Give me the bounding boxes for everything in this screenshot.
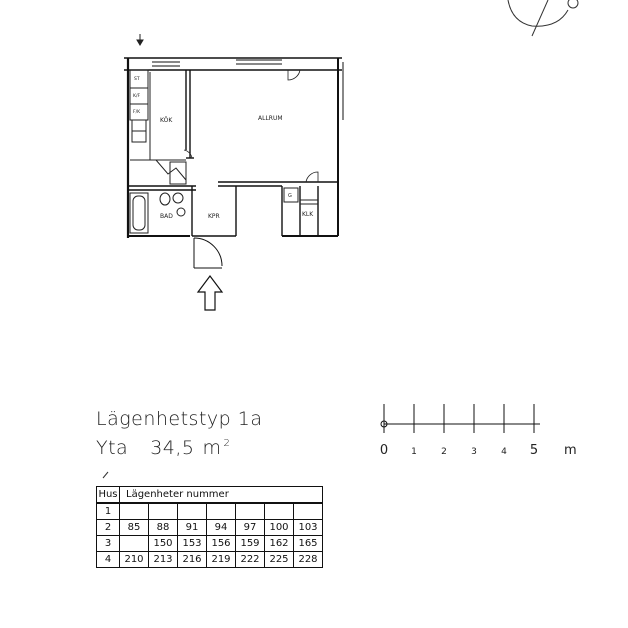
scale-bar: 0 1 2 3 4 5 m xyxy=(380,404,577,458)
apartment-number-cell xyxy=(293,502,323,520)
apartment-number-cell: 165 xyxy=(293,535,323,552)
north-arrow-icon xyxy=(507,0,579,37)
room-label-kok: KÖK xyxy=(160,117,173,124)
interior-walls xyxy=(128,70,338,237)
apartment-number-cell: 216 xyxy=(177,551,207,568)
row-hus-number: 1 xyxy=(96,502,120,520)
room-label-bad: BAD xyxy=(160,213,173,220)
scale-labels: 0 1 2 3 4 5 xyxy=(380,443,538,458)
area-unit-exponent: 2 xyxy=(223,438,231,449)
scale-tick-label: 2 xyxy=(441,447,447,457)
door-swings xyxy=(183,69,319,183)
entrance-door xyxy=(193,237,223,269)
scale-tick-label: 0 xyxy=(380,443,388,458)
room-label-klk: KLK xyxy=(302,211,314,218)
apartment-number-cell: 156 xyxy=(206,535,236,552)
fixture-label-freezer: F/K xyxy=(133,109,141,115)
area-unit: m xyxy=(202,437,222,459)
column-header-hus: Hus xyxy=(96,486,120,504)
scale-tick-label: 5 xyxy=(530,443,538,458)
kitchen-fixtures xyxy=(129,69,187,185)
table-header-row: Hus Lägenheter nummer xyxy=(96,486,323,504)
apartment-number-cell: 100 xyxy=(264,519,294,536)
apartment-number-cell: 97 xyxy=(235,519,265,536)
apartment-number-cell: 228 xyxy=(293,551,323,568)
apartment-number-cell: 219 xyxy=(206,551,236,568)
fixture-label-fridge: K/F xyxy=(133,93,140,99)
entrance-arrow-icon xyxy=(196,275,224,311)
apartment-number-cell: 91 xyxy=(177,519,207,536)
apartment-number-cell: 210 xyxy=(119,551,149,568)
apartment-number-cell xyxy=(119,535,149,552)
area-label: Yta xyxy=(96,437,129,459)
fixture-label-stove: ST xyxy=(134,76,140,82)
table-row: 1 xyxy=(96,502,323,520)
apartment-number-cell: 103 xyxy=(293,519,323,536)
closet-fixtures xyxy=(283,187,318,205)
apartment-number-cell: 225 xyxy=(264,551,294,568)
area-value: 34,5 xyxy=(150,437,195,459)
apartment-number-cell: 85 xyxy=(119,519,149,536)
apartment-number-cell xyxy=(206,502,236,520)
apartment-number-cell: 153 xyxy=(177,535,207,552)
exterior-walls xyxy=(124,57,344,238)
apartment-number-cell: 162 xyxy=(264,535,294,552)
apartment-number-cell xyxy=(148,502,178,520)
fixture-label-closet: G xyxy=(288,193,292,199)
column-header-numbers: Lägenheter nummer xyxy=(119,486,323,504)
apartment-number-cell xyxy=(119,502,149,520)
apartment-number-cell: 150 xyxy=(148,535,178,552)
apartment-type-title: Lägenhetstyp 1a xyxy=(96,408,263,430)
scale-tick-label: 1 xyxy=(411,447,417,457)
apartment-number-cell: 222 xyxy=(235,551,265,568)
apartment-number-cell: 94 xyxy=(206,519,236,536)
scale-ticks xyxy=(383,404,535,433)
scale-tick-label: 4 xyxy=(501,447,507,457)
apartment-number-cell: 88 xyxy=(148,519,178,536)
row-hus-number: 4 xyxy=(96,551,120,568)
scale-tick-label: 3 xyxy=(471,447,477,457)
entry-marker-icon xyxy=(136,34,144,46)
bathroom-fixtures xyxy=(129,192,186,234)
row-hus-number: 3 xyxy=(96,535,120,552)
apartment-number-cell xyxy=(177,502,207,520)
apartment-number-cell: 159 xyxy=(235,535,265,552)
apartment-number-cell: 213 xyxy=(148,551,178,568)
apartment-number-cell xyxy=(264,502,294,520)
room-label-allrum: ALLRUM xyxy=(258,115,283,122)
room-label-kpr: KPR xyxy=(208,213,220,220)
check-mark xyxy=(102,471,109,479)
row-hus-number: 2 xyxy=(96,519,120,536)
scale-origin-icon xyxy=(380,420,388,428)
apartment-number-cell xyxy=(235,502,265,520)
windows xyxy=(152,59,282,67)
scale-unit: m xyxy=(564,443,577,458)
